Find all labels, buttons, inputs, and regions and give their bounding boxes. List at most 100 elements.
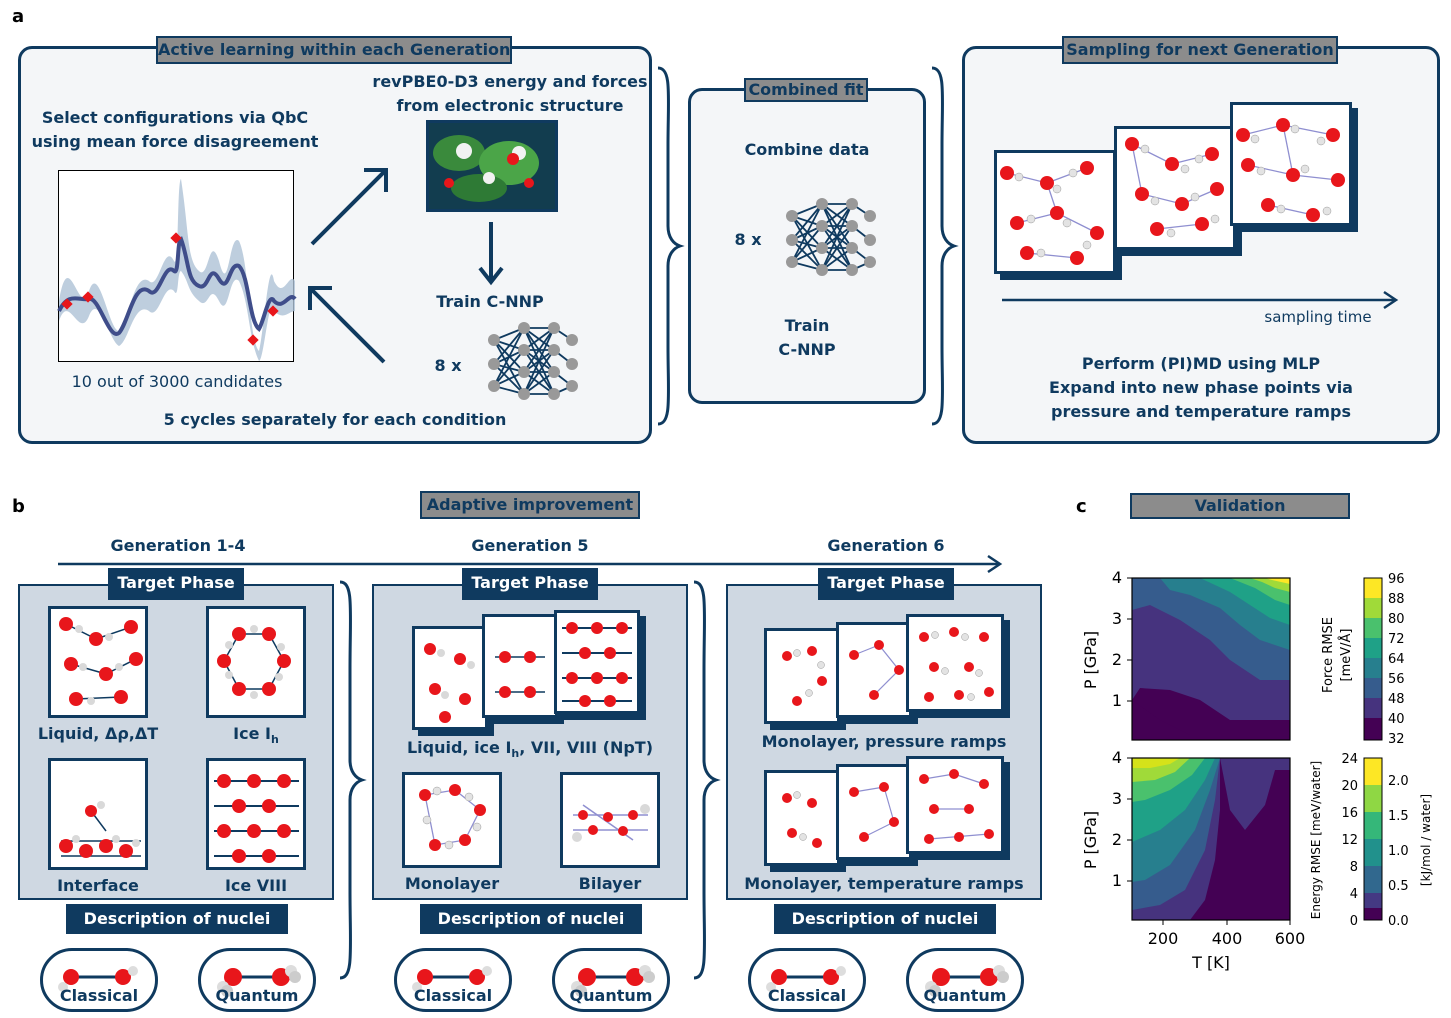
gen6-pressure-snapshot-3 xyxy=(906,614,1004,712)
ice-ih-subscript: h xyxy=(270,733,279,747)
energy-ytick-2: 2 xyxy=(1112,830,1122,849)
gen5-bilayer-label: Bilayer xyxy=(578,874,642,893)
ice-viii-label: Ice VIII xyxy=(224,876,288,895)
classical-pill-3: Classical xyxy=(748,948,866,1012)
sampling-snapshot-1 xyxy=(994,150,1116,274)
energy-contours xyxy=(1132,758,1290,920)
classical-dimer-icon xyxy=(766,966,846,992)
eight-x-label: 8 x xyxy=(434,356,462,375)
ice-viii-structure-icon xyxy=(562,622,632,707)
energy-xtick-200: 200 xyxy=(1148,929,1179,948)
energy-xtick-600: 600 xyxy=(1275,929,1306,948)
force-cb-88: 88 xyxy=(1388,592,1405,607)
gen5-liquid-snapshot xyxy=(412,626,488,730)
combined-train-2: C-NNP xyxy=(778,340,836,359)
sampling-snapshot-2 xyxy=(1114,126,1236,250)
force-cb-56: 56 xyxy=(1388,672,1405,687)
force-rmse-heatmap: 1 2 3 4 P [GPa] 96 88 80 72 64 56 48 40 … xyxy=(1081,568,1405,747)
perform-text-1: Perform (PI)MD using MLP xyxy=(1081,354,1321,373)
brace-right-1 xyxy=(657,66,685,426)
force-cb-label-2: [meV/Å] xyxy=(1338,629,1354,682)
electronic-structure-image xyxy=(426,120,558,212)
force-cb-64: 64 xyxy=(1388,652,1405,667)
quantum-pill-1: Quantum xyxy=(198,948,316,1012)
generation-arrow xyxy=(58,554,1003,574)
monolayer-structure-icon xyxy=(419,784,486,851)
quantum-pill-2: Quantum xyxy=(552,948,670,1012)
water-structure-icon xyxy=(1000,161,1104,265)
select-text-2: using mean force disagreement xyxy=(31,132,319,151)
liquid-label: Liquid, Δρ,ΔT xyxy=(37,724,159,743)
force-ytick-3: 3 xyxy=(1112,609,1122,628)
generation-6-label: Generation 6 xyxy=(827,536,945,555)
force-cb-label-1: Force RMSE xyxy=(1321,617,1336,693)
monolayer-structure-icon xyxy=(849,782,899,842)
gen5-monolayer-snapshot xyxy=(402,772,502,868)
energy-cb-right-1-0: 1.0 xyxy=(1388,844,1409,859)
quantum-pill-3: Quantum xyxy=(906,948,1024,1012)
monolayer-structure-icon xyxy=(849,640,904,700)
validation-title: Validation xyxy=(1130,493,1350,519)
energy-cb-right-0-0: 0.0 xyxy=(1388,914,1409,929)
target-phase-tag-1: Target Phase xyxy=(108,568,244,600)
gen5-monolayer-label: Monolayer xyxy=(404,874,500,893)
force-ytick-4: 4 xyxy=(1112,568,1122,587)
force-contours xyxy=(1132,578,1290,740)
gen6-temperature-snapshot-1 xyxy=(764,770,840,866)
ice-ih-text: Ice I xyxy=(233,724,271,743)
classical-label-1: Classical xyxy=(59,986,139,1005)
gen6-pressure-snapshot-2 xyxy=(836,622,912,718)
monolayer-structure-icon xyxy=(782,646,827,706)
active-learning-arrows xyxy=(308,168,388,364)
select-text-1: Select configurations via QbC xyxy=(41,108,309,127)
force-cb-32: 32 xyxy=(1388,732,1405,747)
combined-fit-title: Combined fit xyxy=(744,78,868,102)
force-cb-48: 48 xyxy=(1388,692,1405,707)
panel-letter-c: c xyxy=(1076,496,1087,517)
target-phase-tag-3: Target Phase xyxy=(818,568,954,600)
perform-text-3: pressure and temperature ramps xyxy=(1050,402,1351,421)
quantum-label-1: Quantum xyxy=(215,986,299,1005)
quantum-label-3: Quantum xyxy=(923,986,1007,1005)
energy-cb-left-label: Energy RMSE [meV/water] xyxy=(1309,761,1323,919)
energy-ytick-3: 3 xyxy=(1112,789,1122,808)
energy-rmse-heatmap: 1 2 3 4 200 400 600 T [K] P [GPa] 24 20 … xyxy=(1081,748,1433,972)
ice-viii-snapshot xyxy=(206,758,306,870)
monolayer-structure-icon xyxy=(919,769,994,844)
panel-letter-b: b xyxy=(12,496,25,517)
interface-label: Interface xyxy=(57,876,139,895)
water-structure-icon xyxy=(1125,137,1224,238)
energy-cb-right-1-5: 1.5 xyxy=(1388,809,1409,824)
classical-label-2: Classical xyxy=(413,986,493,1005)
classical-pill-2: Classical xyxy=(394,948,512,1012)
energy-colorbar xyxy=(1363,757,1383,921)
neural-network-icon xyxy=(488,322,578,400)
quantum-dimer-icon xyxy=(217,965,301,997)
monolayer-structure-icon xyxy=(782,791,822,848)
liquid-structure-icon xyxy=(59,617,143,706)
adaptive-improvement-title: Adaptive improvement xyxy=(420,491,640,519)
gen6-pressure-label: Monolayer, pressure ramps xyxy=(761,732,1007,751)
gen5-ice-subscript: h xyxy=(511,747,520,761)
gen6-temperature-snapshot-2 xyxy=(836,764,912,860)
interface-snapshot xyxy=(48,758,148,870)
energy-xlabel: T [K] xyxy=(1191,953,1230,972)
brace-right-2 xyxy=(931,66,959,426)
revpbe-text-1: revPBE0-D3 energy and forces xyxy=(372,72,648,91)
brace-gen-1 xyxy=(339,580,367,980)
gen6-pressure-snapshot-1 xyxy=(764,628,840,724)
generation-5-label: Generation 5 xyxy=(471,536,589,555)
energy-cb-left-24: 24 xyxy=(1341,752,1358,767)
monolayer-structure-icon xyxy=(919,627,994,702)
force-ytick-1: 1 xyxy=(1112,691,1122,710)
classical-label-3: Classical xyxy=(767,986,847,1005)
combined-eight-x: 8 x xyxy=(734,230,762,249)
combined-train-1: Train xyxy=(784,316,830,335)
force-colorbar xyxy=(1363,577,1383,741)
gen5-phases-pre: Liquid, ice I xyxy=(406,738,512,757)
density-icon xyxy=(429,123,555,209)
qbc-plot xyxy=(57,170,297,362)
combined-fit-box xyxy=(688,88,926,404)
combine-data-label: Combine data xyxy=(744,140,870,159)
energy-cb-right-2-0: 2.0 xyxy=(1388,774,1409,789)
